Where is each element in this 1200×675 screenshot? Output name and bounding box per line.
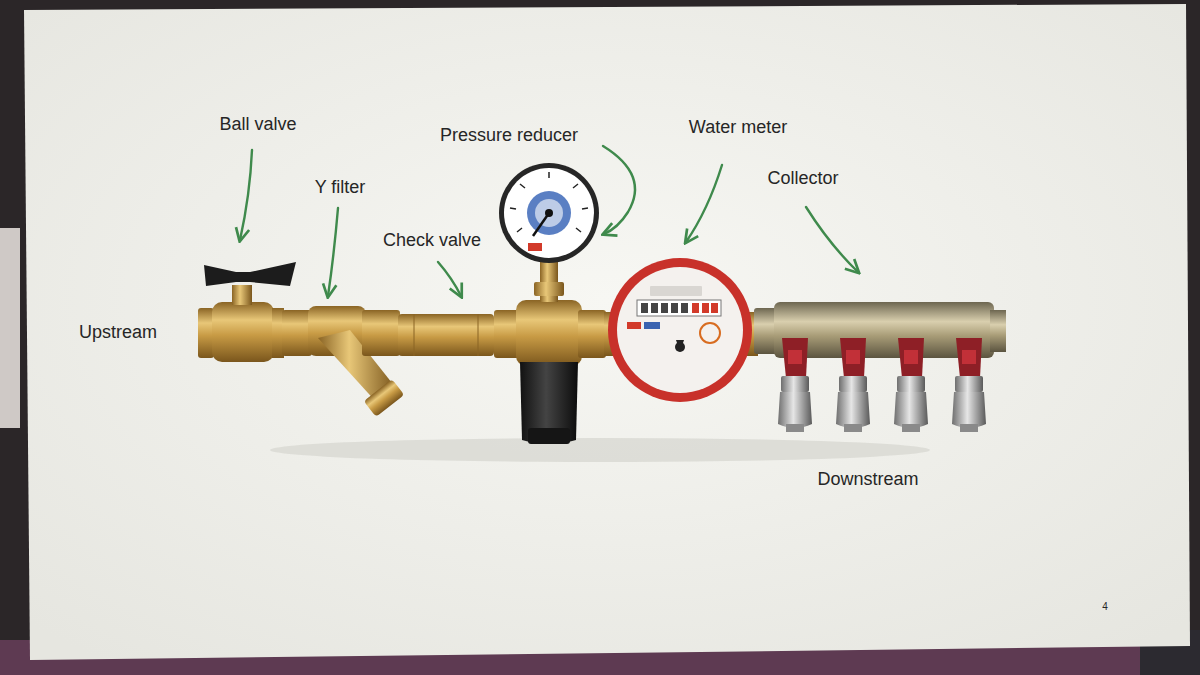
check-valve bbox=[398, 314, 494, 356]
part-label: Ball valve bbox=[219, 114, 296, 135]
ball-valve bbox=[198, 262, 296, 362]
leader-arrow bbox=[240, 150, 252, 240]
water-meter bbox=[604, 258, 758, 402]
outlet-valve bbox=[778, 338, 812, 432]
leader-arrows bbox=[240, 146, 858, 296]
leader-arrow bbox=[686, 165, 722, 242]
part-label: Y filter bbox=[315, 177, 366, 198]
part-label: Water meter bbox=[689, 117, 787, 138]
shadow bbox=[270, 438, 930, 462]
leader-arrow bbox=[806, 207, 858, 272]
side-thumbnail bbox=[0, 228, 20, 428]
slide bbox=[24, 4, 1190, 660]
leader-arrow bbox=[438, 262, 461, 296]
leader-arrow bbox=[328, 208, 338, 296]
y-filter bbox=[282, 306, 404, 417]
part-label: Pressure reducer bbox=[440, 125, 578, 146]
part-label: Collector bbox=[767, 168, 838, 189]
part-label: Upstream bbox=[79, 322, 157, 343]
slide-number: 4 bbox=[1102, 601, 1108, 613]
part-label: Check valve bbox=[383, 230, 481, 251]
collector-manifold bbox=[754, 302, 1006, 432]
pressure-reducer bbox=[494, 163, 606, 444]
part-label: Downstream bbox=[817, 469, 918, 490]
leader-arrow bbox=[603, 146, 635, 234]
